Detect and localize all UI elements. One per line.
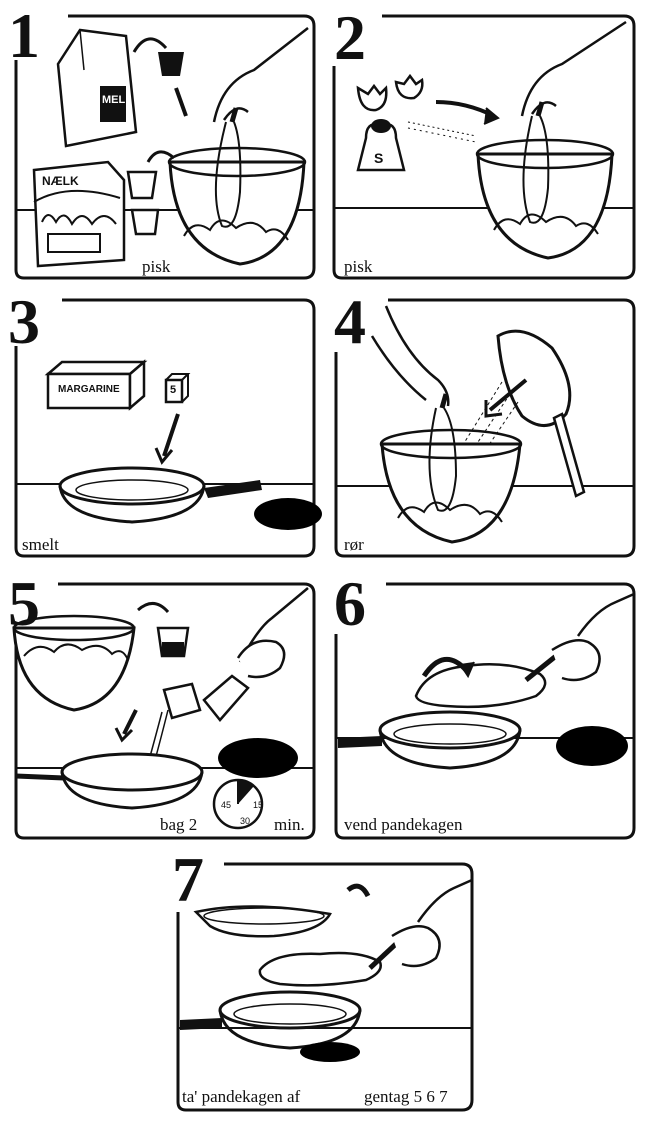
step-5-caption: bag 2 [160,815,198,834]
step-5-number: 5 [8,568,40,639]
step-4-panel: rør [326,296,642,560]
step-1-caption: pisk [142,257,171,276]
step-3-caption: smelt [22,535,59,554]
step-2-caption: pisk [344,257,373,276]
flour-bag-label: MEL [102,94,126,106]
salt-shaker-label: S [374,150,384,166]
milk-package-label: NÆLK [42,174,79,188]
step-6-caption: vend pandekagen [344,815,463,834]
step-1-panel: NÆLK MEL pisk [8,12,323,282]
step-4-caption: rør [344,535,364,554]
step-7-number: 7 [172,844,204,915]
step-4-number: 4 [334,286,366,357]
step-2-illustration [332,14,636,280]
step-7-panel: ta' pandekagen af gentag 5 6 7 [170,860,478,1114]
step-2-number: 2 [334,2,366,73]
timer-mark-15: 15 [253,800,264,810]
step-7-illustration [176,862,474,1112]
step-1-number: 1 [8,0,40,71]
step-1-illustration [14,14,316,280]
step-5-panel: 15 30 45 bag 2 min. [8,580,323,842]
step-6-panel: vend pandekagen [326,580,642,842]
step-7-repeat-note: gentag 5 6 7 [364,1087,448,1106]
step-3-number: 3 [8,286,40,357]
step-2-panel: S pisk [326,12,642,282]
step-6-number: 6 [334,568,366,639]
timer-mark-30: 30 [240,816,251,826]
cube-label: 5 [170,384,177,396]
margarine-label: MARGARINE [58,384,120,395]
step-5-unit: min. [274,815,305,834]
step-3-panel: MARGARINE 5 smelt [8,296,323,560]
step-7-caption: ta' pandekagen af [182,1087,301,1106]
step-5-illustration [12,582,316,840]
timer-mark-45: 45 [221,800,232,810]
step-6-illustration [334,582,636,840]
step-4-illustration [334,298,636,558]
step-3-illustration [14,298,322,558]
